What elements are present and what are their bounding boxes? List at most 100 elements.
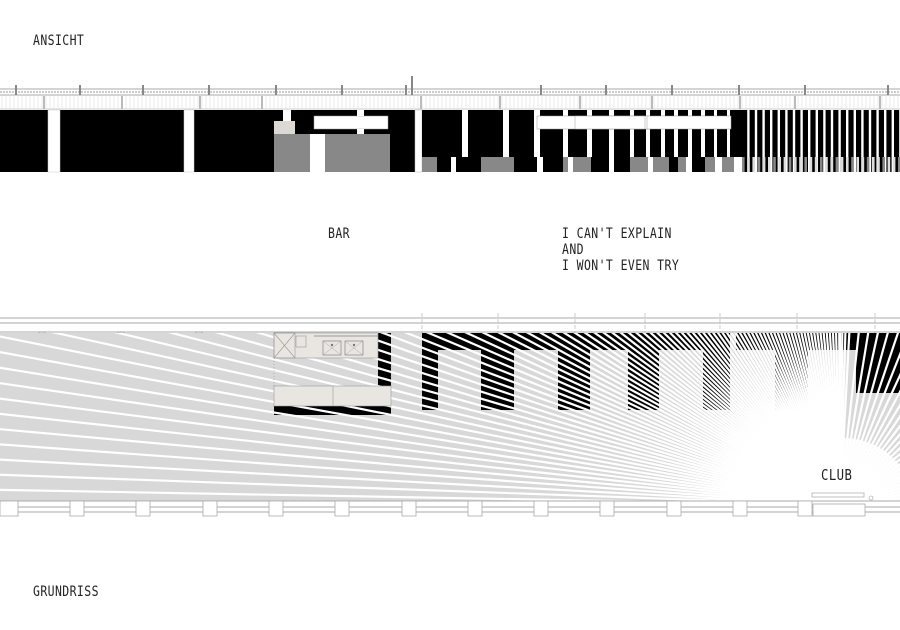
light-ray	[538, 333, 836, 501]
lamp-post	[405, 85, 407, 95]
lamp-post-tall	[411, 76, 413, 86]
facade-strip	[866, 157, 870, 172]
light-ray	[662, 333, 838, 501]
facade-black	[60, 110, 184, 172]
facade-strip	[851, 157, 854, 172]
facade-strip	[742, 157, 745, 172]
light-ray	[619, 333, 837, 501]
facade-strip	[861, 157, 865, 172]
facade-strip	[422, 157, 437, 172]
facade-strip	[609, 157, 614, 172]
club-dj-desk	[811, 492, 865, 498]
facade-strip	[734, 157, 742, 172]
facade-stripe	[795, 110, 801, 172]
facade-strip	[543, 157, 563, 172]
facade-strip	[830, 157, 833, 172]
facade-strip	[669, 157, 678, 172]
lamp-post	[887, 85, 889, 95]
light-ray	[602, 333, 837, 501]
facade-strip	[794, 157, 797, 172]
facade-gap	[701, 110, 705, 172]
light-ray	[680, 333, 838, 501]
rail-post	[579, 96, 581, 109]
facade-gap	[714, 110, 717, 172]
facade-strip	[591, 157, 609, 172]
light-ray	[497, 333, 835, 501]
club-glow-core	[775, 438, 900, 562]
bar-hood	[274, 121, 295, 134]
facade-stripe	[894, 110, 900, 172]
light-ray	[583, 333, 837, 501]
facade-gap	[727, 110, 730, 172]
facade-strip	[872, 157, 875, 172]
plan-pier	[732, 500, 748, 517]
plan-pier	[666, 500, 682, 517]
facade-stripe	[742, 110, 748, 172]
lamp-post	[79, 85, 81, 95]
facade-strip	[825, 157, 828, 172]
facade-gap	[609, 110, 614, 172]
light-ray	[642, 333, 838, 501]
bar-sign-mount	[357, 110, 364, 116]
facade-stripe	[863, 110, 869, 172]
light-ray	[0, 366, 823, 501]
rail-post	[794, 96, 796, 109]
light-ray	[674, 333, 838, 501]
light-ray	[167, 333, 829, 501]
club-stage	[812, 503, 866, 517]
light-ray	[840, 389, 900, 501]
bar-appliance	[295, 335, 307, 348]
facade-sign	[574, 115, 646, 130]
explain-line-3: I WON'T EVEN TRY	[562, 258, 680, 274]
facade-strip	[778, 157, 781, 172]
bar-sink	[344, 340, 364, 356]
facade-strip	[799, 157, 802, 172]
facade-strip	[820, 157, 823, 172]
facade-stripe	[833, 110, 839, 172]
light-ray	[445, 333, 834, 501]
explain-line-2: AND	[562, 242, 584, 258]
facade-gap	[462, 110, 468, 172]
rail-post	[199, 96, 201, 109]
plan-pier	[533, 500, 549, 517]
plan-pier	[69, 500, 85, 517]
rail-post	[499, 96, 501, 109]
facade-strip	[814, 157, 818, 172]
light-ray	[839, 333, 879, 501]
facade-strip	[747, 157, 750, 172]
rail-post	[121, 96, 123, 109]
light-ray	[255, 333, 831, 501]
light-ray	[627, 333, 837, 501]
facade-gap	[646, 110, 650, 172]
light-ray	[0, 335, 826, 501]
elevation-body	[0, 109, 900, 173]
facade-gap	[688, 110, 692, 172]
lamp-post	[605, 85, 607, 95]
light-ray	[839, 333, 860, 501]
light-ray	[839, 333, 851, 501]
facade-strip	[757, 157, 761, 172]
light-ray	[464, 333, 834, 501]
facade-strip	[451, 157, 456, 172]
plan-pier	[0, 500, 19, 517]
bar-sink-drain	[330, 343, 334, 347]
facade-strip	[715, 157, 722, 172]
light-ray	[656, 333, 838, 501]
bar-sign-mount	[357, 129, 364, 134]
facade-strip	[804, 157, 807, 172]
light-ray	[840, 372, 900, 501]
elevation-view	[0, 76, 900, 173]
light-ray	[841, 403, 900, 501]
light-ray	[291, 333, 831, 501]
facade-strip	[722, 157, 734, 172]
light-ray	[550, 333, 836, 501]
lamp-post	[738, 85, 740, 95]
plan-light-rays	[0, 333, 900, 501]
plan-pier	[401, 500, 417, 517]
club-glow	[775, 438, 900, 562]
light-ray	[0, 443, 800, 501]
facade-stripe	[818, 110, 824, 172]
facade-gap	[674, 110, 678, 172]
facade-stripe	[886, 110, 892, 172]
